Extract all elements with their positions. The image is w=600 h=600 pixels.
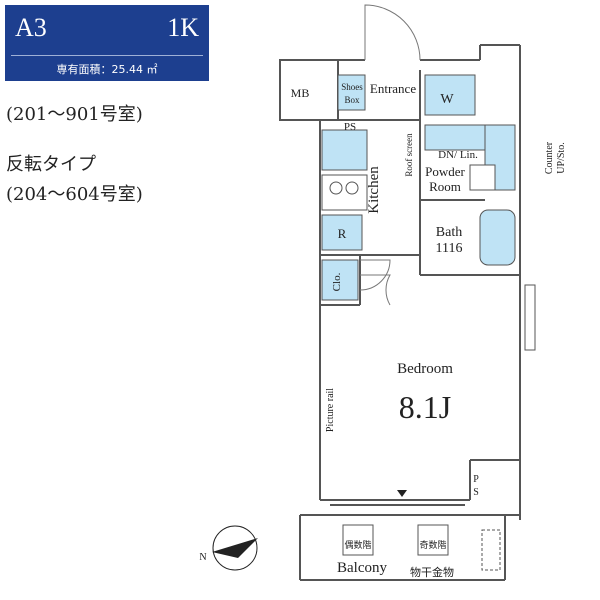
box-label: Box [344,95,360,105]
ps-bottom-p-label: P [473,474,479,485]
counter-label: Counter [544,141,555,174]
bath-label: Bath [436,225,462,240]
bathtub [479,209,516,266]
bedroom-door-swing [360,274,391,306]
reverse-type-rooms: (204〜604号室) [6,184,143,205]
drying-hardware-label: 物干金物 [410,565,454,579]
odd-floor-hatch [417,524,449,556]
fridge-space [321,214,363,251]
ps-top-label: PS [344,121,356,133]
toilet [469,164,496,191]
reverse-type-label: 反転タイプ [6,154,96,175]
even-floor-label: 偶数階 [344,539,371,550]
window-marker [397,490,407,497]
bedroom-label: Bedroom [397,361,453,377]
unit-type: A3 [15,13,47,42]
bedroom-window [524,284,536,351]
walls [279,44,521,581]
compass-ring [212,525,258,571]
kitchen-label: Kitchen [366,166,382,214]
powder-label: Powder [425,164,465,179]
north-label: N [199,552,206,563]
shoes-label: Shoes [341,82,363,92]
kitchen-stove [321,174,368,211]
entrance-label: Entrance [370,81,416,96]
kitchen-sink [321,129,368,171]
bedroom-size-label: 8.1J [399,389,451,425]
picture-rail-label: Picture rail [325,388,336,432]
ps-bottom-s-label: S [473,487,479,498]
odd-floor-label: 奇数階 [419,539,446,550]
washer-label: W [440,92,454,107]
balcony-label: Balcony [337,560,387,576]
layout-type: 1K [167,13,199,42]
counter-up-label: UP/Sto. [556,142,567,173]
closet-door-swing [359,259,391,291]
fridge-label: R [338,226,347,241]
closet-space [321,259,359,301]
powder-sink [424,124,486,151]
shoes-box [337,74,366,111]
roof-screen-label: Roof screen [404,133,414,177]
mb-label: MB [291,86,310,100]
even-floor-hatch [342,524,374,556]
washer-space [424,74,476,116]
ac-unit [481,529,501,571]
compass-arrow [212,538,258,558]
unit-type-badge: A3 1K 専有面積：25.44 ㎡ [5,5,209,81]
badge-divider [11,55,203,56]
bath-size-label: 1116 [436,241,463,256]
floor-area: 専有面積：25.44 ㎡ [56,63,158,76]
dn-lin-label: DN/ Lin. [438,149,478,161]
room-label: Room [429,179,461,194]
applicable-rooms: (201〜901号室) [6,104,143,125]
closet-label: Clo. [331,272,343,291]
entrance-door-swing [364,4,421,61]
